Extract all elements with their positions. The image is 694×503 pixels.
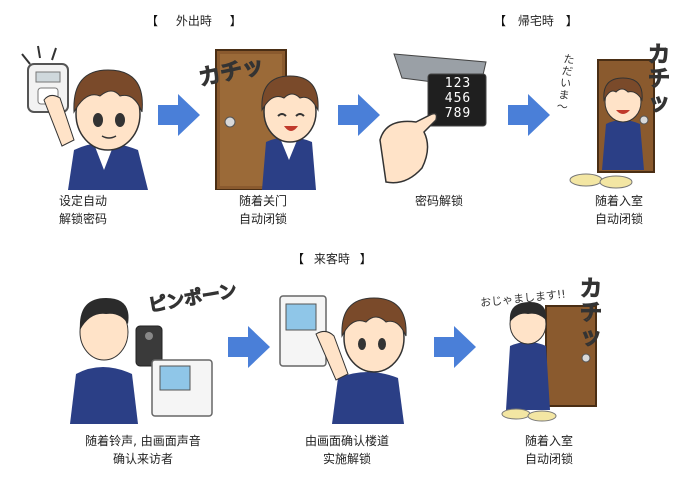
sound-effect-kachi-3: カチッ — [580, 277, 603, 350]
caption-step-4: 随着入室自动闭锁 — [594, 194, 643, 226]
illustration-door-closing: カチッ — [196, 40, 326, 190]
keypad-row-2: 456 — [444, 91, 472, 106]
caption-step-7: 随着入室自动闭锁 — [524, 434, 573, 466]
uniform — [332, 372, 404, 424]
door-knob — [639, 115, 649, 125]
section-title-return-text: 帰宅時 — [517, 14, 554, 28]
caption-step-3: 密码解锁 — [414, 194, 463, 208]
illustration-keypad: 123 456 789 — [376, 48, 496, 188]
arrow-right-icon — [158, 94, 200, 136]
hair — [341, 297, 407, 338]
pointing-hand — [379, 112, 438, 184]
keypad-row-3: 789 — [444, 106, 472, 121]
visitor-hair — [509, 302, 547, 322]
section-title-visitor-text: 来客時 — [313, 252, 350, 266]
section-title-visitor: 【 来客時 】 — [292, 252, 372, 266]
door-knob — [581, 353, 591, 363]
arrow-right-icon — [338, 94, 380, 136]
hand — [315, 330, 349, 381]
slippers — [501, 408, 531, 420]
arrow-right-icon — [508, 94, 550, 136]
hair — [261, 75, 319, 112]
section-title-return: 【 帰宅時 】 — [494, 14, 578, 28]
illustration-monitor-unlock — [276, 274, 416, 424]
hand — [43, 94, 75, 147]
illustration-setting-code — [8, 40, 158, 190]
motion-lines — [21, 45, 57, 65]
sound-effect-kachi-2: カチッ — [648, 43, 671, 116]
keypad-row-1: 123 — [444, 76, 472, 91]
illustration-entering-home: ただいま～ カチッ — [552, 40, 692, 190]
hair — [73, 69, 143, 114]
keypad-panel — [427, 73, 487, 127]
keypad-digits: 123 456 789 — [432, 76, 484, 121]
caption-step-1: 设定自动解锁密码 — [58, 194, 107, 226]
visitor-hair — [79, 298, 129, 330]
uniform — [262, 137, 316, 190]
uniform — [68, 143, 148, 190]
door-knob — [224, 116, 236, 128]
caption-step-6: 由画面确认楼道实施解锁 — [304, 434, 389, 466]
section-title-away: 【 外出時 】 — [146, 14, 242, 28]
illustration-doorbell-monitor: ピンポーン — [66, 274, 236, 424]
slippers — [569, 173, 603, 187]
visitor-suit — [70, 367, 138, 424]
illustration-visitor-enters: おじゃまします!! カチッ — [476, 272, 626, 422]
caption-step-5: 随着铃声, 由画面声音确认来访者 — [85, 434, 201, 466]
caption-step-2: 随着关门自动闭锁 — [238, 194, 287, 226]
section-title-away-text: 外出時 — [175, 14, 212, 28]
visitor-suit — [506, 342, 550, 410]
intercom-camera — [135, 325, 163, 367]
uniform — [602, 120, 644, 170]
hair — [603, 77, 643, 102]
arrow-right-icon — [228, 326, 270, 368]
arrow-right-icon — [434, 326, 476, 368]
